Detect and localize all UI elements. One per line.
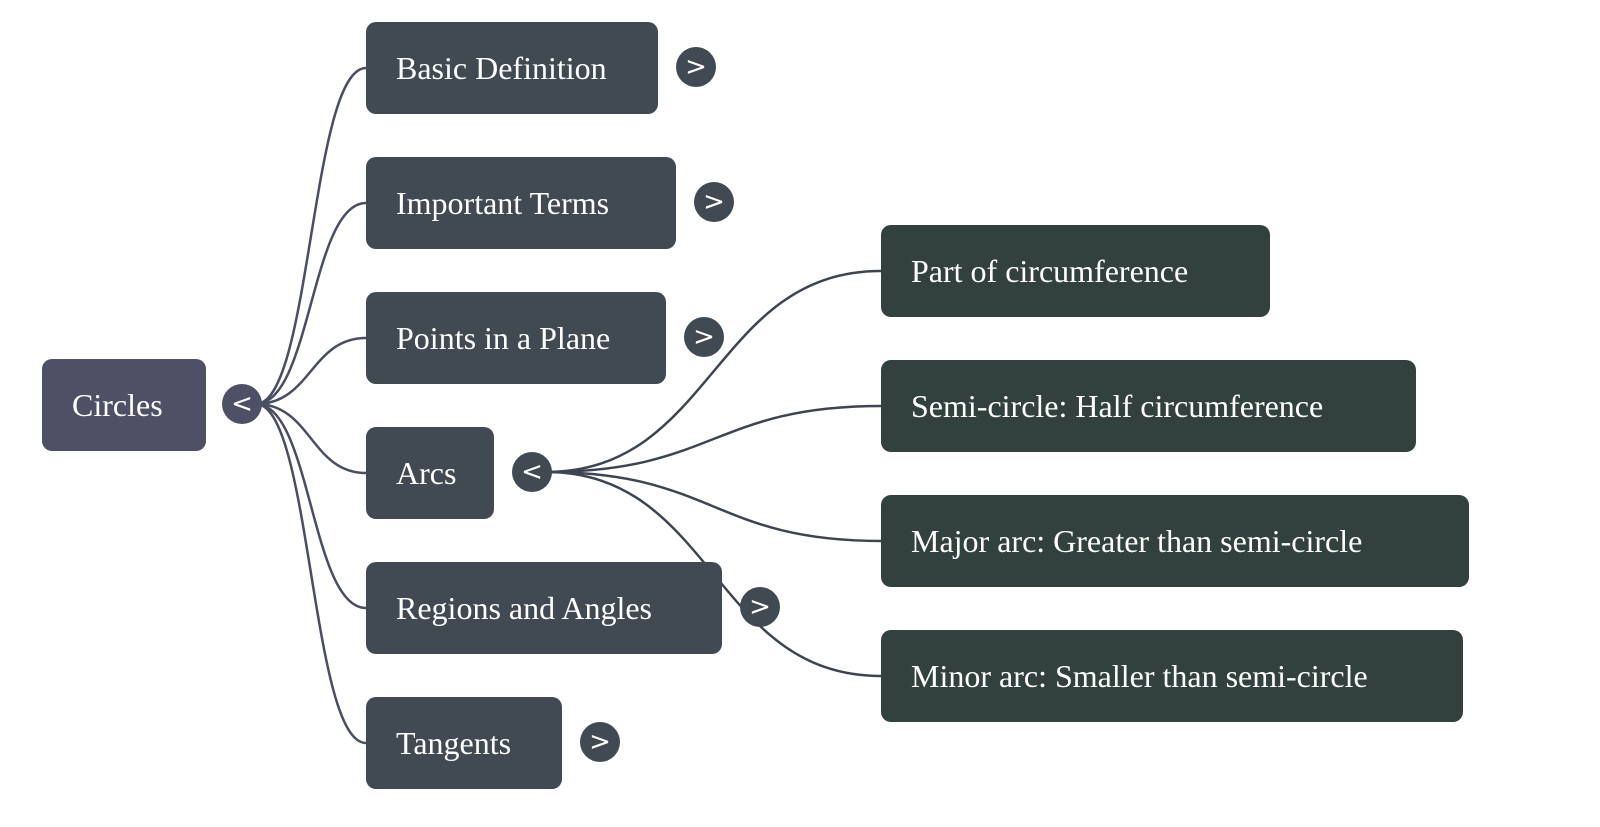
- chevron-right-icon: >: [749, 592, 771, 622]
- chevron-left-icon: <: [521, 457, 543, 487]
- collapse-toggle-arcs[interactable]: <: [512, 452, 552, 492]
- node-label: Part of circumference: [911, 252, 1189, 289]
- node-label: Semi-circle: Half circumference: [911, 387, 1324, 424]
- collapse-toggle-circles[interactable]: <: [222, 384, 262, 424]
- node-label: Points in a Plane: [396, 319, 611, 356]
- node-major-arc[interactable]: Major arc: Greater than semi-circle: [881, 495, 1469, 587]
- node-label: Arcs: [396, 454, 457, 491]
- node-tangents[interactable]: Tangents: [366, 697, 562, 789]
- root-node-circles[interactable]: Circles: [42, 359, 206, 451]
- connector-circles-to-child-5: [255, 402, 367, 745]
- node-semi-circle[interactable]: Semi-circle: Half circumference: [881, 360, 1416, 452]
- connector-circles-to-child-4: [255, 402, 367, 610]
- chevron-right-icon: >: [589, 727, 611, 757]
- node-label: Regions and Angles: [396, 589, 652, 626]
- node-arcs[interactable]: Arcs: [366, 427, 494, 519]
- chevron-right-icon: >: [703, 187, 725, 217]
- connector-arcs-to-child-1: [545, 404, 882, 474]
- connector-circles-to-child-0: [255, 66, 367, 406]
- connector-arcs-to-child-0: [545, 269, 882, 474]
- chevron-right-icon: >: [693, 322, 715, 352]
- node-label: Important Terms: [396, 184, 610, 221]
- node-regions-and-angles[interactable]: Regions and Angles: [366, 562, 722, 654]
- node-minor-arc[interactable]: Minor arc: Smaller than semi-circle: [881, 630, 1463, 722]
- node-points-in-a-plane[interactable]: Points in a Plane: [366, 292, 666, 384]
- expand-toggle-regions-and-angles[interactable]: >: [740, 587, 780, 627]
- expand-toggle-important-terms[interactable]: >: [694, 182, 734, 222]
- expand-toggle-points-in-a-plane[interactable]: >: [684, 317, 724, 357]
- node-label: Major arc: Greater than semi-circle: [911, 522, 1363, 559]
- node-label: Tangents: [396, 724, 512, 761]
- connector-circles-to-child-3: [255, 402, 367, 475]
- node-label: Minor arc: Smaller than semi-circle: [911, 657, 1368, 694]
- node-important-terms[interactable]: Important Terms: [366, 157, 676, 249]
- connector-circles-to-child-2: [255, 336, 367, 406]
- expand-toggle-tangents[interactable]: >: [580, 722, 620, 762]
- connector-circles-to-child-1: [255, 201, 367, 406]
- chevron-left-icon: <: [231, 389, 253, 419]
- expand-toggle-basic-definition[interactable]: >: [676, 47, 716, 87]
- root-node-label: Circles: [72, 386, 163, 423]
- node-part-of-circumference[interactable]: Part of circumference: [881, 225, 1270, 317]
- node-basic-definition[interactable]: Basic Definition: [366, 22, 658, 114]
- chevron-right-icon: >: [685, 52, 707, 82]
- connector-arcs-to-child-2: [545, 470, 882, 543]
- node-label: Basic Definition: [396, 49, 607, 86]
